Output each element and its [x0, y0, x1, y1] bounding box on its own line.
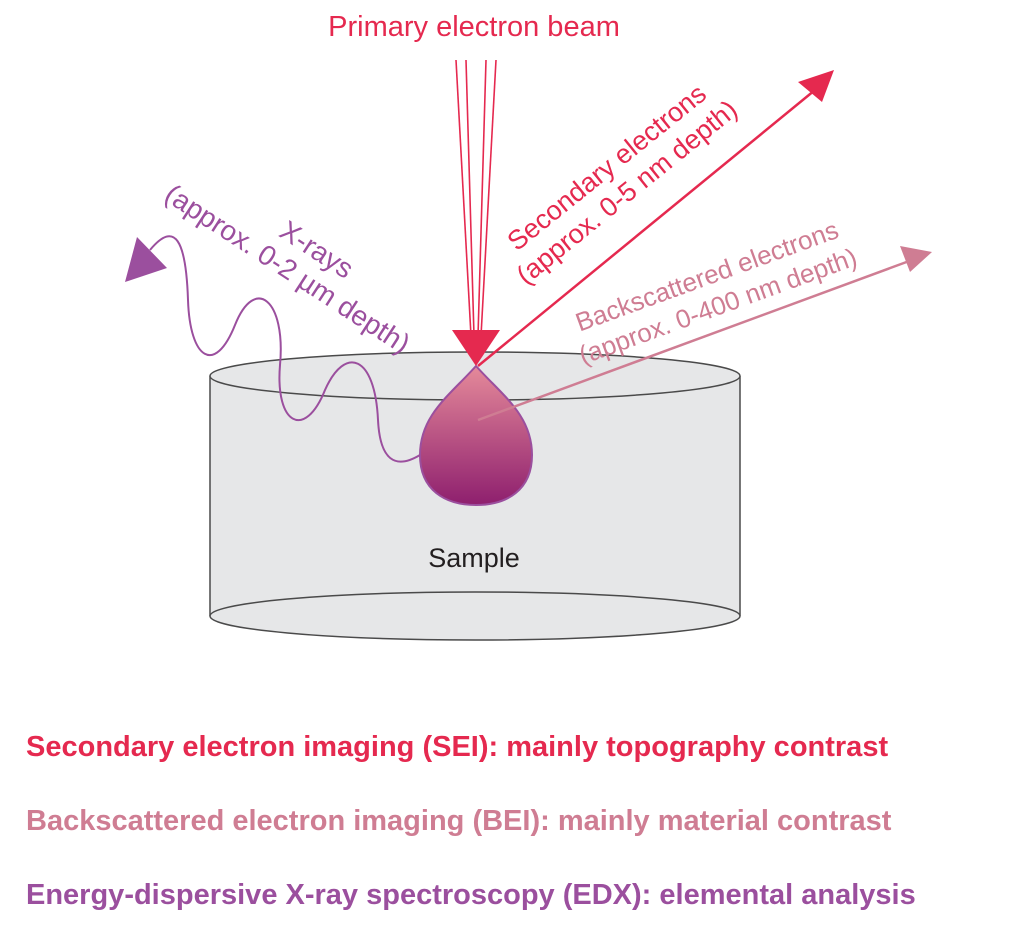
xray-depth-label: (approx. 0-2 µm depth): [159, 178, 415, 359]
xray-wave-path: [149, 235, 421, 463]
xray-arrowhead: [125, 237, 167, 282]
backscatter-arrowhead: [900, 246, 932, 272]
caption-edx: Energy-dispersive X-ray spectroscopy (ED…: [26, 879, 916, 911]
secondary-electrons-arrow: [477, 89, 816, 367]
backscattered-electrons-arrow: [477, 258, 913, 422]
sem-interaction-diagram: Primary electron beam Secondary electron…: [125, 11, 932, 641]
caption-bei: Backscattered electron imaging (BEI): ma…: [26, 805, 892, 837]
secondary-arrowhead: [798, 70, 834, 102]
sample-label: Sample: [428, 543, 520, 573]
caption-sei: Secondary electron imaging (SEI): mainly…: [26, 731, 889, 763]
primary-beam-label: Primary electron beam: [328, 11, 620, 43]
primary-beam: [452, 59, 500, 366]
interaction-volume: [418, 364, 534, 507]
primary-beam-arrowhead: [452, 330, 500, 366]
